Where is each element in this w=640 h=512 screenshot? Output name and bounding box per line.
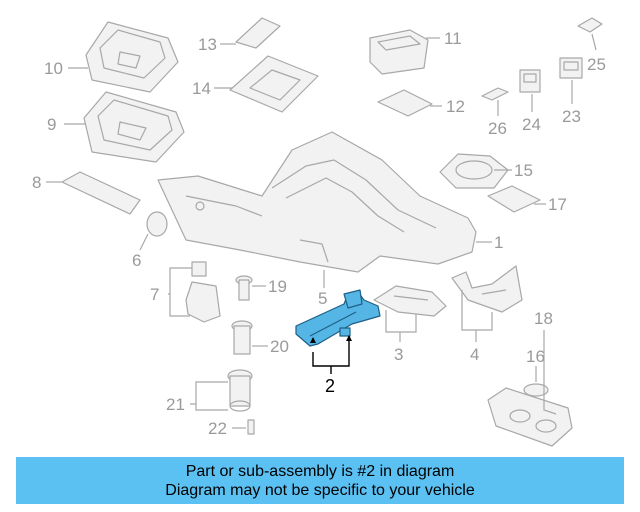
part-25-drawing (577, 17, 603, 33)
part-10-drawing (85, 21, 179, 93)
part-4-drawing (451, 265, 523, 313)
part-24-drawing (519, 69, 541, 93)
part-2-highlighted[interactable] (295, 289, 381, 347)
part-23-drawing (559, 57, 583, 79)
callout-23: 23 (562, 107, 581, 126)
callout-25: 25 (587, 55, 606, 74)
callout-2: 2 (325, 376, 335, 396)
part-22-drawing (247, 419, 255, 435)
info-banner: Part or sub-assembly is #2 in diagram Di… (16, 457, 624, 504)
callout-18: 18 (534, 309, 553, 328)
part-11-drawing (369, 29, 429, 75)
callout-6: 6 (132, 251, 141, 270)
part-14-drawing (229, 55, 319, 113)
part-8-drawing (61, 171, 141, 215)
part-26-drawing (481, 87, 509, 101)
part-16-drawing (523, 383, 549, 397)
callout-19: 19 (268, 277, 287, 296)
part-13-drawing (235, 17, 281, 49)
part-19-drawing (235, 275, 253, 301)
callout-13: 13 (198, 35, 217, 54)
callout-14: 14 (192, 79, 211, 98)
arrowhead-icon (346, 335, 352, 341)
callout-24: 24 (522, 115, 541, 134)
callout-4: 4 (470, 345, 479, 364)
part-6-drawing (146, 211, 168, 237)
part-17-drawing (487, 185, 541, 213)
callout-16: 16 (526, 347, 545, 366)
callout-1: 1 (494, 233, 503, 252)
callout-8: 8 (32, 173, 41, 192)
part-21-drawing (227, 369, 253, 412)
callout-11: 11 (444, 29, 462, 48)
callout-12: 12 (446, 97, 465, 116)
part-20-drawing (231, 320, 253, 355)
part-12-drawing (377, 89, 433, 117)
callout-7: 7 (150, 285, 159, 304)
part-9-drawing (83, 91, 185, 163)
callout-15: 15 (514, 161, 533, 180)
part-18-drawing (487, 387, 573, 447)
part-15-drawing (439, 153, 509, 189)
callout-21: 21 (166, 395, 185, 414)
part-7-drawing (185, 261, 221, 323)
callout-3: 3 (394, 345, 403, 364)
callout-10: 10 (44, 59, 63, 78)
callout-5: 5 (318, 289, 327, 308)
banner-line-1: Part or sub-assembly is #2 in diagram (185, 462, 455, 480)
part-1-drawing (157, 131, 477, 273)
part-3-drawing (373, 285, 447, 317)
callout-17: 17 (548, 195, 567, 214)
callout-9: 9 (47, 115, 56, 134)
callout-20: 20 (270, 337, 289, 356)
parts-diagram: 10 9 8 6 13 14 11 12 (32, 17, 606, 447)
callout-26: 26 (488, 119, 507, 138)
banner-line-2: Diagram may not be specific to your vehi… (165, 481, 475, 499)
arrowhead-icon (310, 337, 316, 343)
callout-22: 22 (208, 419, 227, 438)
